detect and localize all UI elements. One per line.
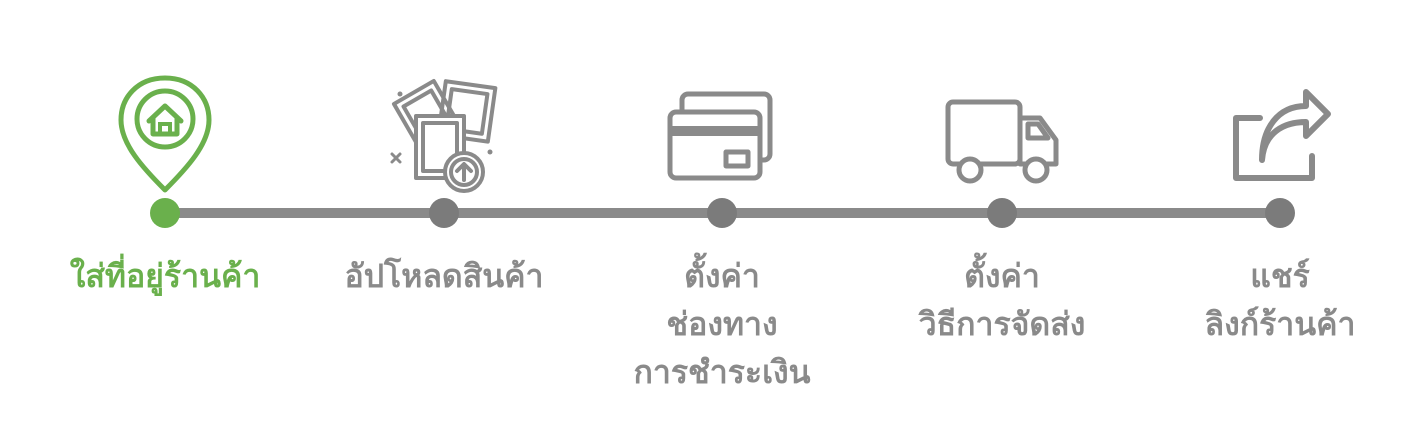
step-label: ตั้งค่า วิธีการจัดส่ง (872, 252, 1132, 348)
step-label-line: การชำระเงิน (633, 353, 811, 391)
step-dot (1265, 198, 1295, 228)
step-label-line: ตั้งค่า (964, 257, 1040, 295)
step-upload-products[interactable]: อัปโหลดสินค้า (314, 0, 574, 444)
step-dot (707, 198, 737, 228)
step-label: อัปโหลดสินค้า (314, 252, 574, 300)
step-label-line: แชร์ (1250, 257, 1310, 295)
step-label-line: ตั้งค่า (684, 257, 760, 295)
step-label: ใส่ที่อยู่ร้านค้า (35, 252, 295, 300)
step-label-line: ลิงก์ร้านค้า (1204, 305, 1356, 343)
step-label-line: ใส่ที่อยู่ร้านค้า (69, 257, 261, 295)
step-dot (150, 198, 180, 228)
credit-card-icon (662, 72, 782, 196)
step-shipping-settings[interactable]: ตั้งค่า วิธีการจัดส่ง (872, 0, 1132, 444)
step-label-line: วิธีการจัดส่ง (918, 305, 1086, 343)
upload-photos-icon (384, 72, 504, 196)
step-dot (987, 198, 1017, 228)
step-dot (429, 198, 459, 228)
store-location-pin-icon (105, 72, 225, 196)
step-payment-settings[interactable]: ตั้งค่า ช่องทาง การชำระเงิน (592, 0, 852, 444)
step-label: ตั้งค่า ช่องทาง การชำระเงิน (592, 252, 852, 396)
share-icon (1220, 72, 1340, 196)
delivery-truck-icon (942, 72, 1062, 196)
step-share-link[interactable]: แชร์ ลิงก์ร้านค้า (1150, 0, 1410, 444)
step-store-address[interactable]: ใส่ที่อยู่ร้านค้า (35, 0, 295, 444)
step-label-line: อัปโหลดสินค้า (344, 257, 544, 295)
step-label: แชร์ ลิงก์ร้านค้า (1150, 252, 1410, 348)
step-label-line: ช่องทาง (666, 305, 778, 343)
